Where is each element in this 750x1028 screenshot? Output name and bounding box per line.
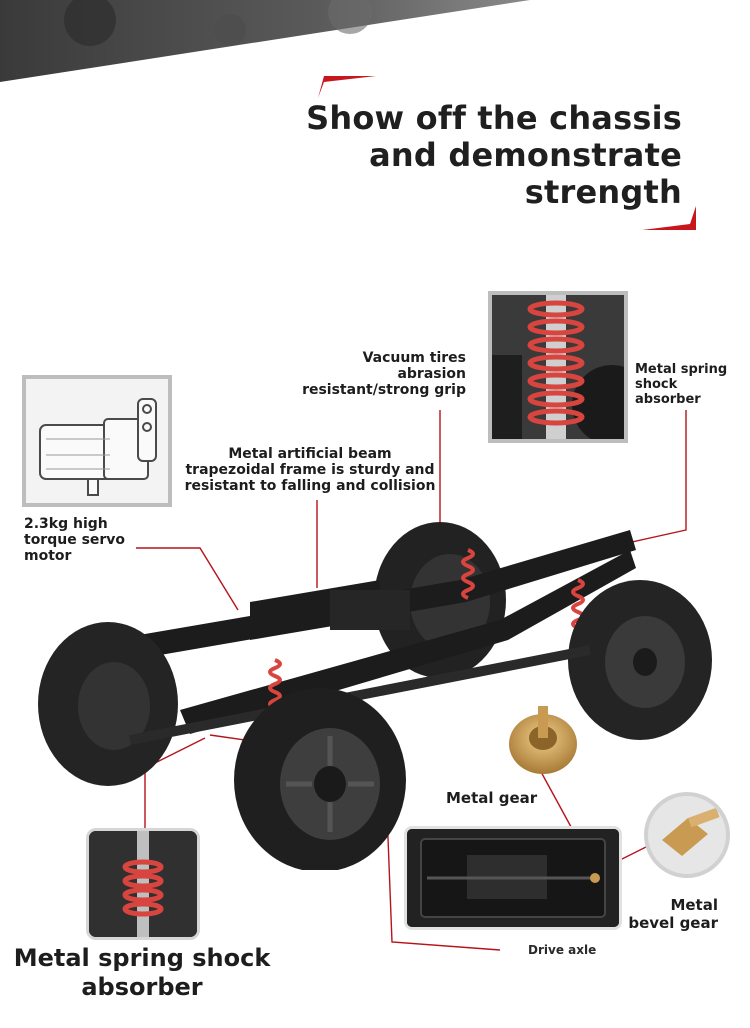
label-drive-axle: Drive axle [528,943,597,957]
label-bevel-gear-line-2: bevel gear [628,914,718,932]
frame [110,530,636,734]
front-right-tire [568,580,712,740]
top-banner-graphic [0,0,530,82]
label-servo-line-2: torque servo [24,532,126,548]
label-metal-spring-large-line-2: absorber [81,973,203,1001]
chassis-illustration [38,522,712,870]
headline-line-2: and demonstrate [369,136,682,174]
headline-accent-bottom [642,206,696,230]
large-shock-icon [89,831,197,937]
front-left-tire [234,688,406,870]
headline-line-3: strength [524,173,682,211]
servo-motor-icon [26,379,168,503]
label-metal-spring-large: Metal spring shock absorber [0,944,284,1002]
label-vacuum-tires-line-2: abrasion [397,366,466,382]
label-servo-line-1: 2.3kg high [24,516,108,532]
headline: Show off the chassis and demonstrate str… [262,100,682,211]
label-metal-beam-line-1: Metal artificial beam [228,446,392,462]
label-metal-spring-line-2: shock [635,377,678,392]
label-metal-spring-line-1: Metal spring [635,362,728,377]
label-servo-line-3: motor [24,548,72,564]
label-servo: 2.3kg high torque servo motor [24,516,125,564]
label-metal-beam-line-2: trapezoidal frame is sturdy and [185,462,435,478]
rear-left-tire [38,622,178,786]
shock-absorber-icon [492,295,624,439]
label-metal-gear: Metal gear [446,789,538,807]
label-bevel-gear: Metal bevel gear [610,896,718,932]
shock-inset-small [488,291,628,443]
shock-inset-large [86,828,200,940]
label-metal-beam: Metal artificial beam trapezoidal frame … [182,446,438,494]
bevel-gear-inset [644,792,730,878]
drive-shaft [129,645,591,745]
label-vacuum-tires: Vacuum tires abrasion resistant/strong g… [300,350,466,398]
label-metal-spring-large-line-1: Metal spring shock [13,944,271,972]
underside-inset [404,826,622,930]
label-metal-spring-line-3: absorber [635,392,701,407]
gear-icon [509,706,577,774]
chassis-underside-icon [407,829,619,927]
label-metal-spring-small: Metal spring shock absorber [635,362,727,407]
headline-line-1: Show off the chassis [306,99,682,137]
headline-accent-top [318,76,376,98]
servo-inset [22,375,172,507]
label-bevel-gear-line-1: Metal [670,896,718,914]
bevel-gear-icon [662,807,720,856]
label-vacuum-tires-line-3: resistant/strong grip [302,382,466,398]
label-metal-beam-line-3: resistant to falling and collision [184,478,436,494]
label-vacuum-tires-line-1: Vacuum tires [362,350,466,366]
